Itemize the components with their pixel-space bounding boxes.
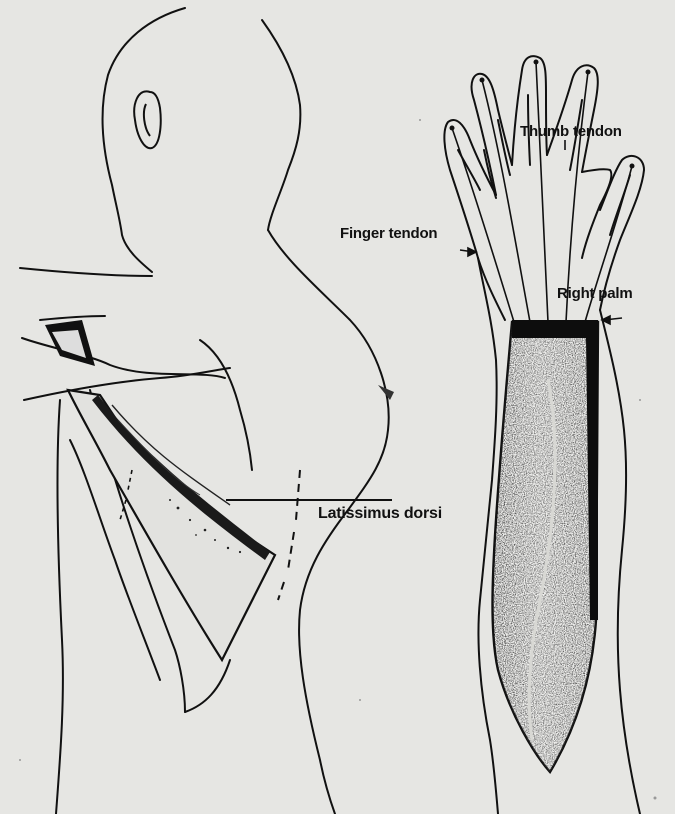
right-palm-label: Right palm — [557, 285, 633, 302]
hand-outline — [444, 56, 644, 320]
ear-icon — [134, 91, 160, 148]
head-outline — [102, 8, 300, 272]
latissimus-dorsi-label: Latissimus dorsi — [318, 505, 442, 523]
tendon-lines — [452, 62, 632, 322]
muscle-graft — [493, 320, 599, 772]
latissimus-flap — [45, 320, 300, 660]
finger-tendon-label: Finger tendon — [340, 225, 437, 242]
thumb-tendon-label: Thumb tendon — [520, 123, 622, 140]
